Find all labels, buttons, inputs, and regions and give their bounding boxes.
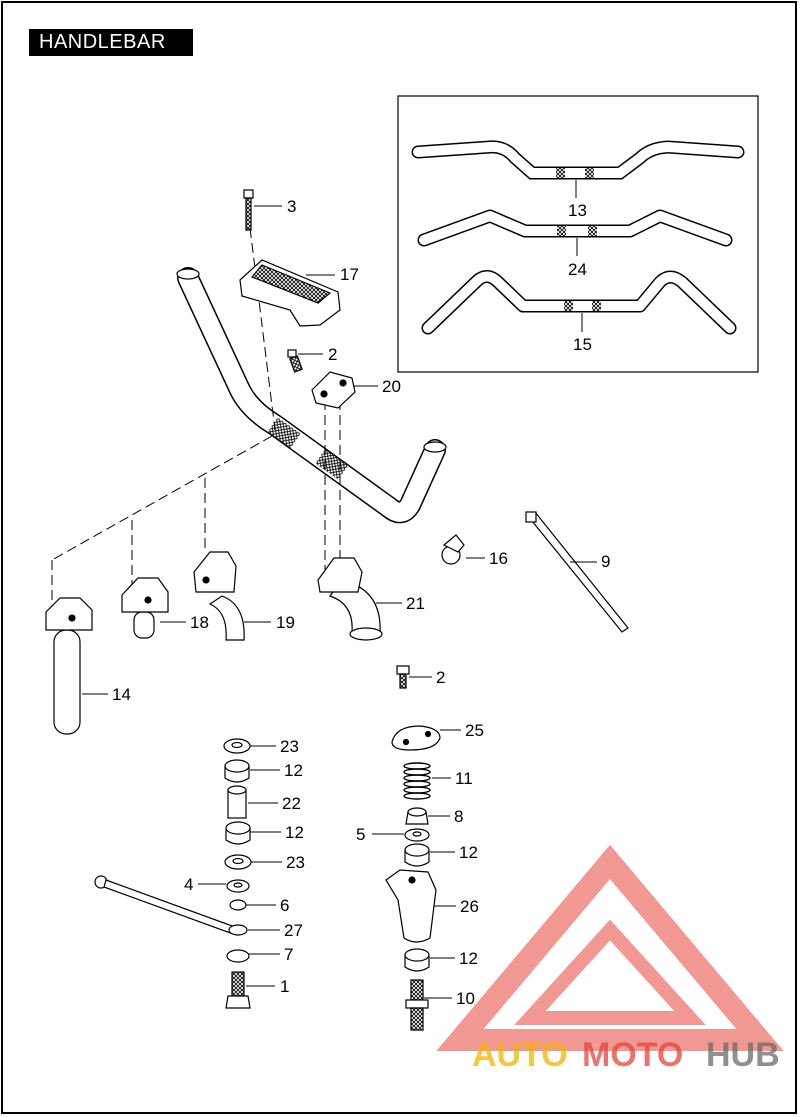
- watermark-part3: HUB: [706, 1036, 780, 1074]
- part-23-washer-top: [223, 738, 251, 754]
- callout-12-d: 12: [459, 843, 478, 862]
- main-handlebar: [176, 267, 447, 524]
- part-12-bushing-b: [225, 821, 251, 845]
- watermark-text: AUTO MOTO HUB: [472, 1036, 780, 1074]
- callout-27: 27: [284, 921, 303, 940]
- part-3-bolt: [243, 189, 254, 231]
- callout-5: 5: [356, 825, 365, 844]
- callout-21: 21: [406, 594, 425, 613]
- part-10-stud: [405, 979, 429, 1031]
- watermark-part2: MOTO: [582, 1036, 683, 1074]
- inset-box: [397, 95, 759, 373]
- part-2-screw-lower: [396, 665, 410, 689]
- part-20-clamp: [311, 371, 356, 409]
- part-19-riser: [193, 551, 245, 641]
- part-21-riser: [317, 557, 383, 641]
- page-title: HANDLEBAR: [29, 29, 193, 56]
- callout-2-upper: 2: [328, 345, 337, 364]
- callout-11: 11: [455, 769, 473, 788]
- part-11-spring: [403, 762, 431, 800]
- part-12-bushing-a: [224, 759, 250, 783]
- callout-13: 13: [568, 201, 587, 220]
- part-12-bushing-c: [404, 948, 430, 972]
- part-27-ground-strap: [94, 875, 248, 936]
- callout-23-bottom: 23: [286, 853, 305, 872]
- callout-17: 17: [340, 265, 359, 284]
- part-25-cap: [391, 725, 441, 751]
- callout-12-a: 12: [284, 761, 303, 780]
- callout-22: 22: [282, 794, 301, 813]
- callout-4: 4: [184, 875, 193, 894]
- callout-24: 24: [568, 260, 587, 279]
- callout-15: 15: [573, 335, 592, 354]
- part-6-lockwasher: [229, 899, 247, 911]
- part-9-cable-strap: [525, 511, 629, 633]
- part-1-bolt: [225, 971, 251, 1009]
- callout-3: 3: [287, 197, 296, 216]
- callout-20: 20: [382, 377, 401, 396]
- callout-2-lower: 2: [436, 668, 445, 687]
- bar-style-15: [421, 270, 737, 335]
- part-2-screw-upper: [287, 349, 303, 373]
- callout-6: 6: [280, 896, 289, 915]
- part-8-nut: [405, 807, 429, 825]
- callout-labels: 3 17 2 20 13 24 15 16 9 21 18 19 14 2 25…: [112, 197, 610, 1008]
- part-22-spacer: [227, 785, 247, 819]
- part-14-riser: [45, 597, 93, 735]
- part-17-top-clamp: [239, 259, 341, 327]
- callout-14: 14: [112, 685, 131, 704]
- watermark-part1: AUTO: [472, 1036, 568, 1074]
- callout-9: 9: [601, 552, 610, 571]
- callout-7: 7: [284, 945, 293, 964]
- part-23-washer-bottom: [224, 854, 252, 870]
- callout-1: 1: [280, 977, 289, 996]
- callout-26: 26: [460, 897, 479, 916]
- callout-16: 16: [489, 549, 508, 568]
- part-4-washer: [226, 879, 250, 893]
- callout-23-top: 23: [280, 737, 299, 756]
- part-16-clip: [441, 534, 465, 565]
- callout-12-c: 12: [459, 949, 478, 968]
- callout-25: 25: [465, 721, 484, 740]
- part-12-bushing-d: [404, 843, 430, 867]
- part-26-riser-base: [385, 869, 437, 943]
- bar-style-13: [411, 140, 745, 198]
- leader-lines: [82, 205, 597, 999]
- callout-8: 8: [454, 807, 463, 826]
- callout-12-b: 12: [285, 823, 304, 842]
- assembly-centerlines: [51, 227, 341, 610]
- callout-18: 18: [190, 613, 209, 632]
- callout-10: 10: [456, 989, 475, 1008]
- bar-style-24: [417, 209, 733, 256]
- callout-19: 19: [276, 613, 295, 632]
- part-5-washer: [404, 828, 430, 842]
- part-18-riser: [121, 577, 169, 639]
- watermark-logo: [436, 844, 784, 1051]
- part-7-washer: [226, 949, 250, 963]
